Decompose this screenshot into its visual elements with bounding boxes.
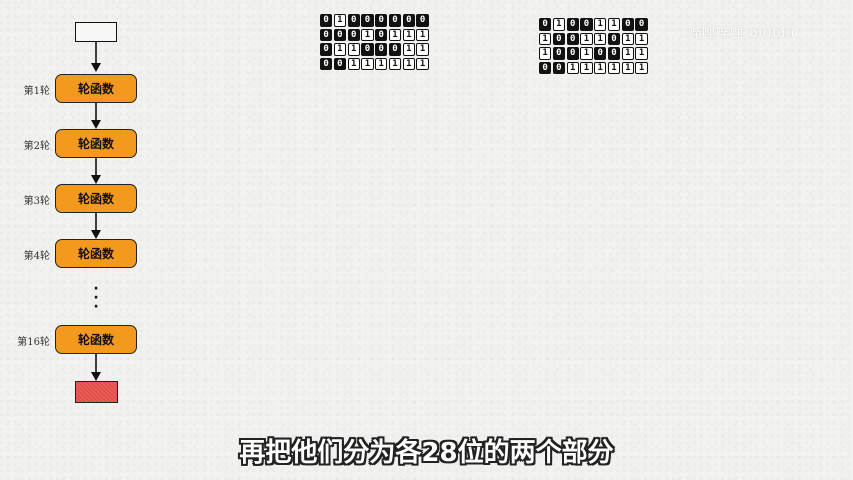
bit-cell: 0	[347, 28, 360, 41]
round-label-2: 第2轮	[23, 141, 50, 152]
bit-cell: 0	[552, 47, 565, 60]
bit-cell: 1	[361, 28, 374, 41]
bit-cell: 0	[375, 28, 388, 41]
bit-cell: 0	[552, 32, 565, 45]
bit-cell: 1	[607, 18, 621, 31]
bit-cell: 1	[594, 32, 607, 45]
bit-cell: 0	[402, 14, 415, 27]
bit-cell: 1	[580, 32, 593, 45]
bit-cell: 0	[375, 14, 388, 27]
bit-cell: 0	[320, 57, 333, 70]
bit-cell: 0	[539, 18, 552, 31]
bit-cell: 0	[361, 14, 374, 27]
bit-cell: 0	[539, 61, 552, 74]
bit-cell: 1	[347, 57, 360, 70]
output-box	[75, 381, 118, 403]
bit-cell: 1	[333, 14, 346, 27]
bit-cell: 1	[635, 32, 648, 45]
round-label-1: 第1轮	[23, 86, 50, 97]
bit-cell: 1	[635, 47, 648, 60]
bit-cell: 1	[375, 57, 388, 70]
round-label-16: 第16轮	[17, 337, 50, 348]
round-function-box-1: 轮函数	[55, 74, 137, 103]
bit-cell: 1	[416, 57, 429, 70]
bit-cell: 1	[635, 61, 648, 74]
bit-cell: 0	[347, 14, 360, 27]
bit-cell: 0	[635, 18, 648, 31]
bit-cell: 0	[375, 43, 388, 56]
bit-cell: 0	[580, 18, 593, 31]
bit-cell: 1	[580, 61, 593, 74]
input-box	[75, 22, 117, 42]
subtitle: 再把他们分为各28位的两个部分	[239, 438, 614, 468]
round-label-4: 第4轮	[23, 251, 50, 262]
bit-cell: 1	[539, 32, 552, 45]
round-function-box-3: 轮函数	[55, 184, 137, 213]
bit-cell: 1	[594, 18, 607, 31]
arrow-icon	[91, 103, 101, 129]
bit-cell: 1	[402, 28, 415, 41]
arrow-icon	[91, 158, 101, 184]
bit-cell: 1	[621, 47, 634, 60]
bit-cell: 1	[416, 43, 429, 56]
bit-cell: 1	[539, 47, 552, 60]
bit-cell: 1	[333, 43, 346, 56]
bit-cell: 0	[333, 57, 346, 70]
bit-cell: 1	[594, 61, 607, 74]
bit-cell: 0	[320, 43, 333, 56]
bit-cell: 1	[621, 32, 634, 45]
bit-cell: 0	[594, 47, 607, 60]
round-label-3: 第3轮	[23, 196, 50, 207]
bit-cell: 0	[607, 32, 621, 45]
bit-cell: 0	[320, 14, 333, 27]
bit-cell: 1	[402, 57, 415, 70]
bit-cell: 1	[416, 28, 429, 41]
round-function-box-2: 轮函数	[55, 129, 137, 158]
bit-cell: 0	[566, 18, 579, 31]
bit-cell: 0	[416, 14, 429, 27]
bit-cell: 0	[621, 18, 634, 31]
bit-cell: 0	[388, 43, 402, 56]
bit-cell: 0	[566, 47, 579, 60]
bit-cell: 1	[566, 61, 579, 74]
arrow-icon	[91, 42, 101, 72]
bit-cell: 0	[333, 28, 346, 41]
bit-cell: 1	[402, 43, 415, 56]
bit-cell: 1	[361, 57, 374, 70]
bit-cell: 1	[621, 61, 634, 74]
bit-cell: 0	[361, 43, 374, 56]
round-function-box-4: 轮函数	[55, 239, 137, 268]
watermark: 哔哩哔哩 bilibili	[688, 26, 796, 41]
arrow-icon	[91, 213, 101, 239]
bit-cell: 0	[566, 32, 579, 45]
bit-cell: 1	[607, 61, 621, 74]
bit-cell: 1	[388, 28, 402, 41]
bit-cell: 0	[388, 14, 402, 27]
bit-cell: 1	[580, 47, 593, 60]
bit-cell: 0	[552, 61, 565, 74]
arrow-icon	[91, 354, 101, 381]
bit-cell: 1	[388, 57, 402, 70]
bit-cell: 0	[320, 28, 333, 41]
bit-cell: 1	[347, 43, 360, 56]
round-function-box-16: 轮函数	[55, 325, 137, 354]
bit-cell: 1	[552, 18, 565, 31]
bit-cell: 0	[607, 47, 621, 60]
ellipsis-dots: ···	[93, 281, 99, 315]
